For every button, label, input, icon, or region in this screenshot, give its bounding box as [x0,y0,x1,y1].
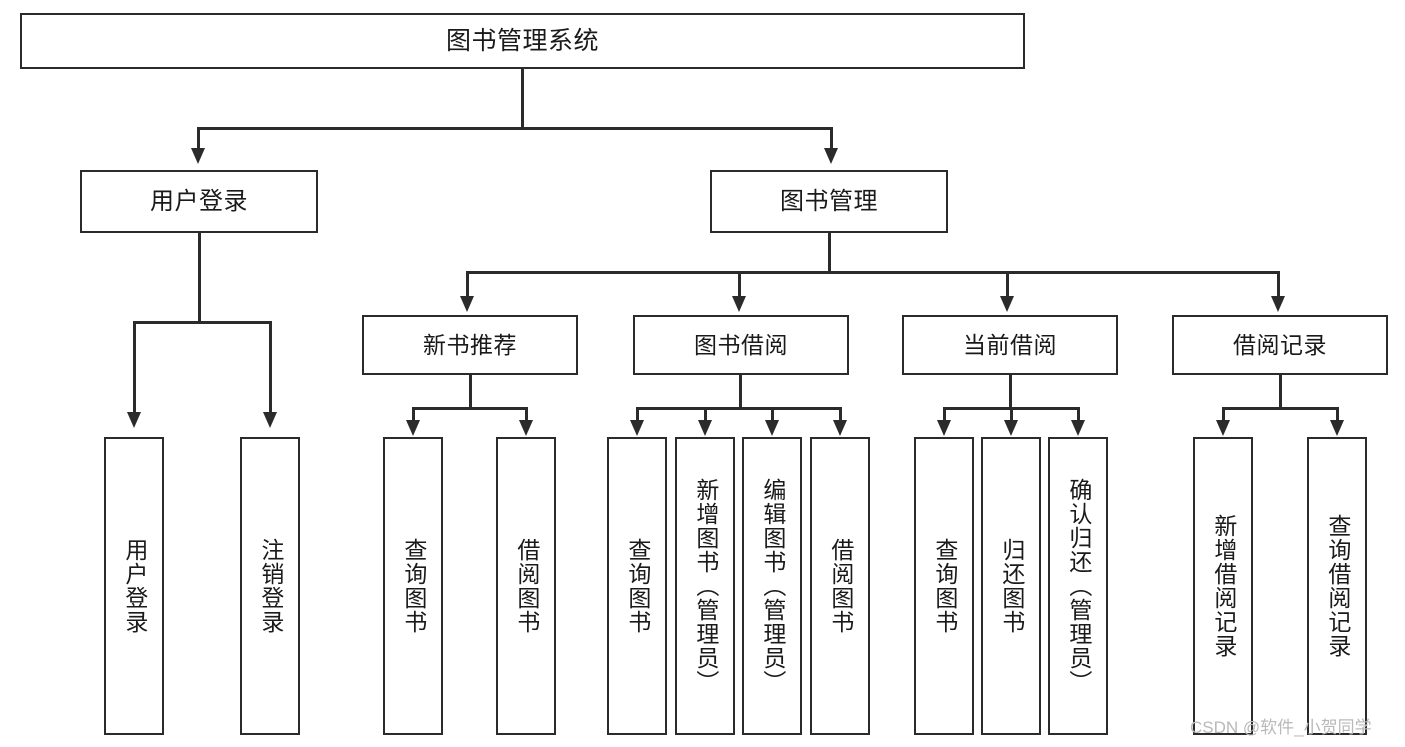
edge-user-login-drop-1 [133,321,136,413]
edge-borrow-drop-1 [636,407,639,421]
leaf-return-book[interactable]: 归还图书 [981,437,1041,735]
node-current-borrowing[interactable]: 当前借阅 [902,315,1118,375]
leaf-query-book-borrow[interactable]: 查询图书 [607,437,667,735]
node-label: 借阅图书 [513,538,540,634]
arrowhead-record [1271,296,1285,312]
edge-user-login-stem [198,233,201,323]
edge-root-stem [521,69,524,128]
edge-book-manage-drop-3 [1006,271,1009,297]
node-label: 图书管理 [780,187,878,215]
node-label: 图书借阅 [694,331,788,358]
node-book-management[interactable]: 图书管理 [710,170,948,233]
node-label: 新书推荐 [423,331,517,358]
leaf-add-borrow-record[interactable]: 新增借阅记录 [1193,437,1253,735]
edge-new-book-drop-2 [525,407,528,421]
arrowhead-book-manage [824,148,838,164]
node-label: 借阅图书 [827,538,854,634]
edge-new-book-bus [412,407,528,410]
arrowhead-new-book [460,296,474,312]
edge-user-login-bus [133,321,272,324]
arrowhead-leaf-add-record [1216,420,1230,436]
leaf-user-login[interactable]: 用户登录 [104,437,164,735]
edge-borrow-drop-4 [839,407,842,421]
arrowhead-leaf-add-book [698,420,712,436]
leaf-edit-book-admin[interactable]: 编辑图书（管理员） [742,437,802,735]
arrowhead-leaf-user-login [127,412,141,428]
arrowhead-leaf-logout [263,412,277,428]
edge-record-drop-1 [1222,407,1225,421]
leaf-add-book-admin[interactable]: 新增图书（管理员） [675,437,735,735]
node-borrow-records[interactable]: 借阅记录 [1172,315,1388,375]
edge-borrow-bus [636,407,840,410]
arrowhead-leaf-edit-book [765,420,779,436]
leaf-query-borrow-record[interactable]: 查询借阅记录 [1307,437,1367,735]
arrowhead-leaf-borrow-book-1 [519,420,533,436]
watermark: CSDN @软件_小贺同学 [1190,718,1372,737]
arrowhead-leaf-query-book-1 [406,420,420,436]
edge-book-manage-drop-4 [1277,271,1280,297]
leaf-query-book-newbook[interactable]: 查询图书 [383,437,443,735]
node-label: 查询图书 [400,538,427,634]
node-label: 查询图书 [931,538,958,634]
arrowhead-borrow [732,296,746,312]
node-label: 当前借阅 [963,331,1057,358]
node-label: 新增图书（管理员） [692,478,719,694]
node-user-login[interactable]: 用户登录 [80,170,318,233]
arrowhead-leaf-query-book-3 [937,420,951,436]
edge-new-book-drop-1 [412,407,415,421]
node-label: 查询图书 [624,538,651,634]
edge-new-book-stem [469,375,472,409]
arrowhead-leaf-borrow-book-2 [833,420,847,436]
edge-borrow-drop-2 [704,407,707,421]
edge-record-bus [1222,407,1339,410]
edge-root-to-book-manage [830,127,833,149]
edge-root-bus [197,127,833,130]
arrowhead-user-login [191,148,205,164]
node-new-book-recommendation[interactable]: 新书推荐 [362,315,578,375]
node-label: 新增借阅记录 [1210,514,1237,658]
leaf-logout-login[interactable]: 注销登录 [240,437,300,735]
leaf-query-book-current[interactable]: 查询图书 [914,437,974,735]
node-label: 借阅记录 [1233,331,1327,358]
arrowhead-current [1000,296,1014,312]
edge-current-drop-2 [1010,407,1013,421]
leaf-borrow-book-borrow[interactable]: 借阅图书 [810,437,870,735]
arrowhead-leaf-confirm-return [1071,420,1085,436]
node-label: 归还图书 [998,538,1025,634]
edge-borrow-stem [739,375,742,409]
edge-current-drop-3 [1077,407,1080,421]
edge-user-login-drop-2 [269,321,272,413]
edge-current-stem [1009,375,1012,409]
edge-root-to-user-login [197,127,200,149]
edge-record-drop-2 [1336,407,1339,421]
edge-current-drop-1 [943,407,946,421]
node-label: 用户登录 [121,538,148,634]
node-label: 用户登录 [150,187,248,215]
node-label: 编辑图书（管理员） [759,478,786,694]
edge-book-manage-drop-2 [738,271,741,297]
edge-borrow-drop-3 [771,407,774,421]
edge-book-manage-drop-1 [466,271,469,297]
leaf-confirm-return-admin[interactable]: 确认归还（管理员） [1048,437,1108,735]
node-label: 确认归还（管理员） [1065,478,1092,694]
edge-record-stem [1279,375,1282,409]
edge-book-manage-stem [828,233,831,273]
arrowhead-leaf-return-book [1004,420,1018,436]
node-book-borrowing[interactable]: 图书借阅 [633,315,849,375]
node-label: 图书管理系统 [445,26,599,55]
edge-book-manage-bus [466,271,1280,274]
arrowhead-leaf-query-book-2 [630,420,644,436]
arrowhead-leaf-query-record [1330,420,1344,436]
node-book-management-system[interactable]: 图书管理系统 [20,13,1025,69]
node-label: 查询借阅记录 [1324,514,1351,658]
node-label: 注销登录 [257,538,284,634]
leaf-borrow-book-newbook[interactable]: 借阅图书 [496,437,556,735]
